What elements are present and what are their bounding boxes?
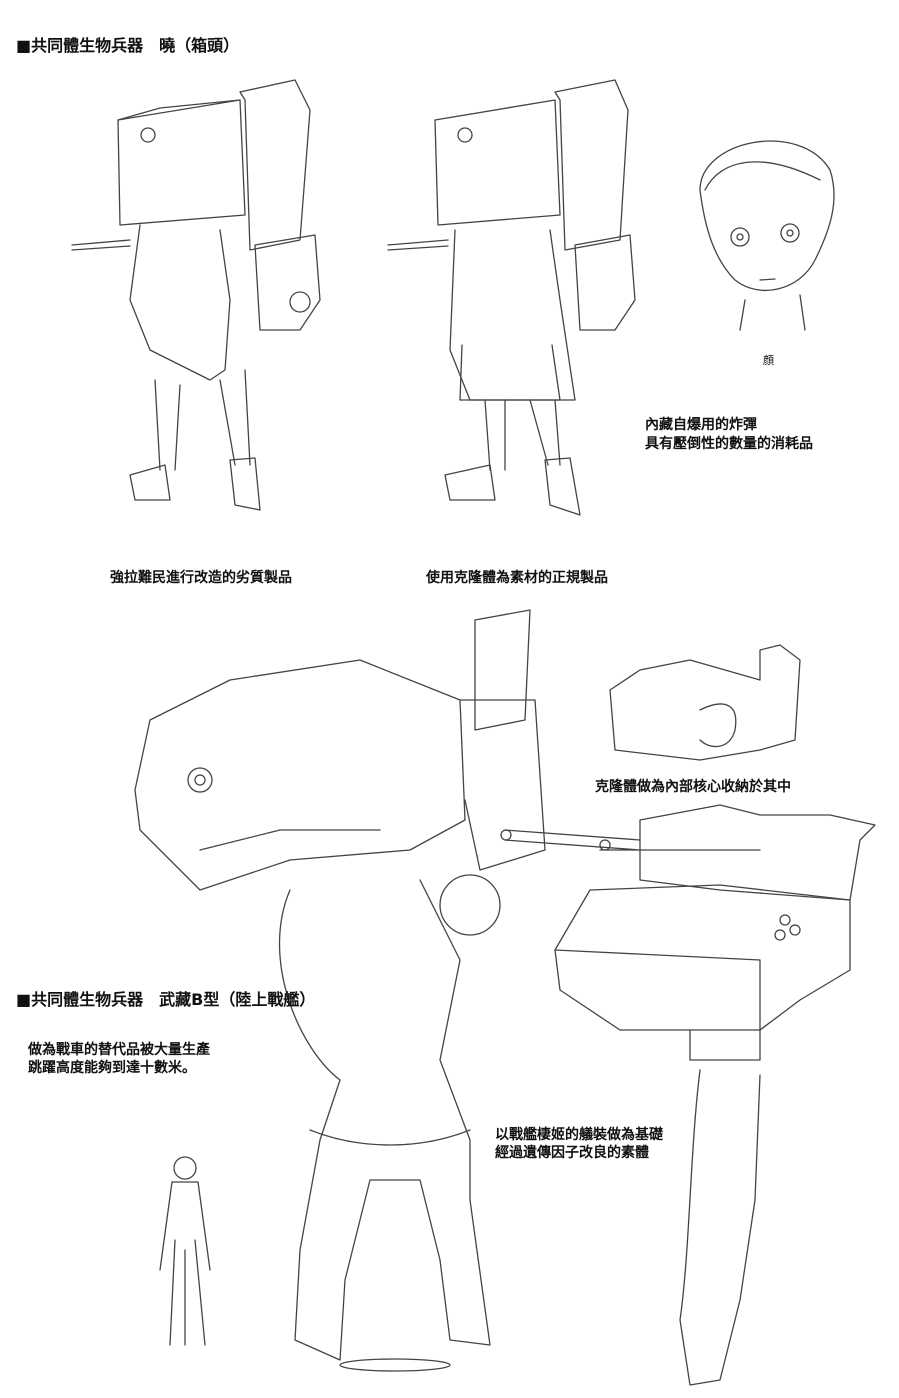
- face-label: 顔: [763, 354, 774, 367]
- desc-line-1: 做為戰車的替代品被大量生產: [28, 1042, 210, 1058]
- note-line-1: 內藏自爆用的炸彈: [645, 417, 757, 433]
- human-scale-figure: [159, 1156, 211, 1346]
- core-sketch: [609, 644, 801, 761]
- boxhead-sketch-inferior: [71, 79, 321, 511]
- face-sketch: [699, 140, 835, 331]
- caption-standard: 使用克隆體為素材的正規製品: [426, 570, 608, 586]
- caption-inferior: 強拉難民進行改造的劣質製品: [110, 570, 292, 586]
- note-line-2: 具有壓倒性的數量的消耗品: [645, 436, 813, 452]
- turret-sketch: [500, 804, 876, 1386]
- base-line-2: 經過遺傳因子改良的素體: [495, 1145, 649, 1161]
- base-line-1: 以戰艦棲姬的艤裝做為基礎: [495, 1127, 663, 1143]
- core-note: 克隆體做為內部核心收納於其中: [595, 779, 791, 795]
- desc-line-2: 跳躍高度能夠到達十數米。: [28, 1060, 196, 1076]
- boxhead-sketch-standard: [387, 79, 636, 516]
- section-title-musashi: ■共同體生物兵器 武藏B型（陸上戰艦）: [16, 990, 316, 1009]
- musashi-b-sketch: [134, 609, 546, 1372]
- section-title-akatsuki: ■共同體生物兵器 曉（箱頭）: [16, 36, 240, 55]
